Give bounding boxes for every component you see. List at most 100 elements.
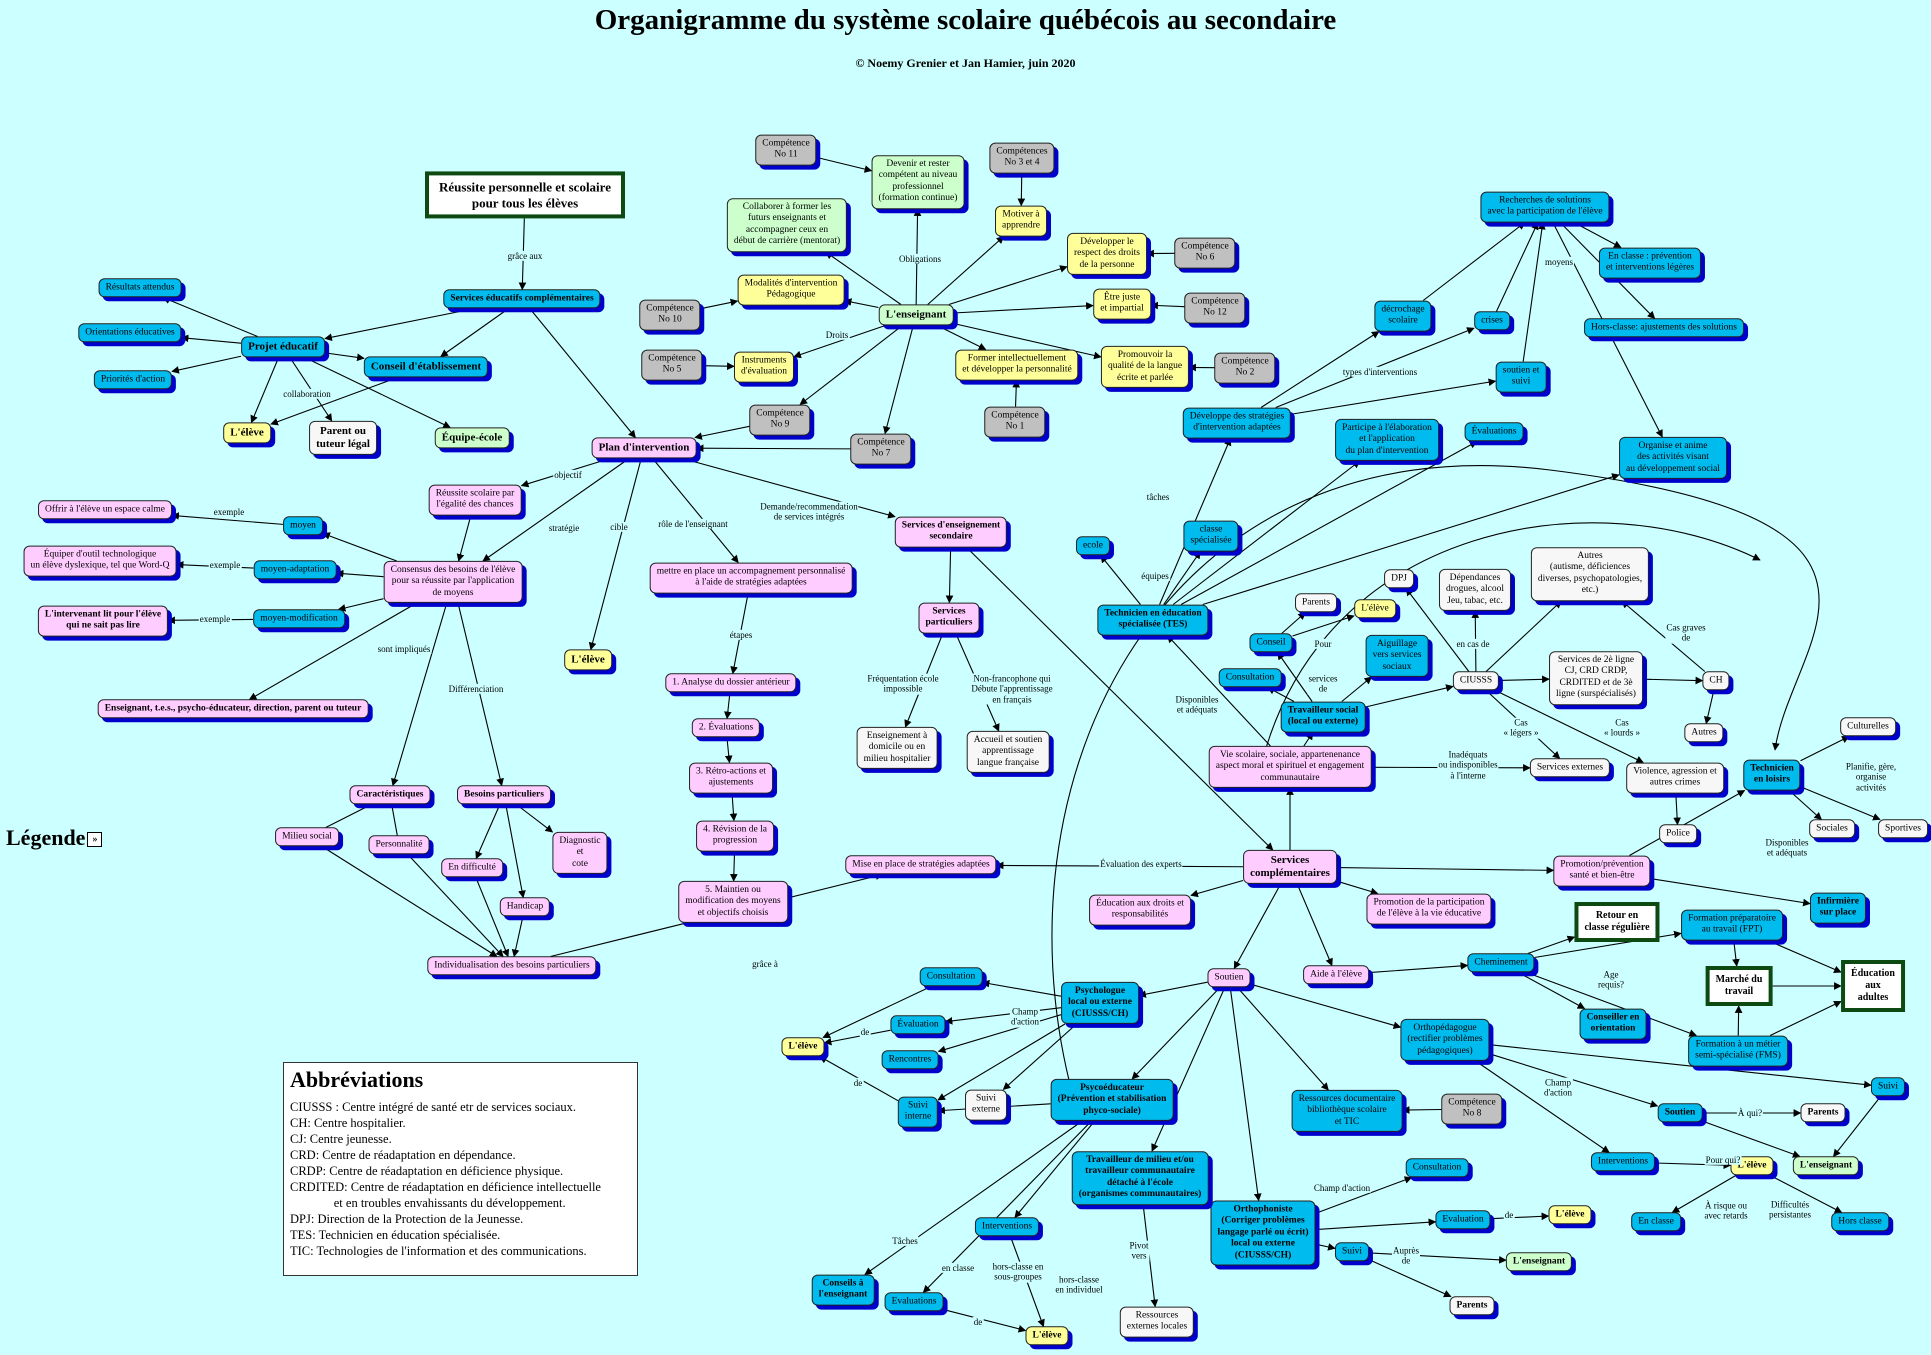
node-infirmiere[interactable]: Infirmière sur place bbox=[1809, 892, 1867, 924]
node-besoins[interactable]: Besoins particuliers bbox=[457, 785, 551, 805]
node-classe-spec[interactable]: classe spécialisée bbox=[1183, 520, 1239, 552]
node-consensus[interactable]: Consensus des besoins de l'élève pour sa… bbox=[383, 560, 523, 604]
node-juste[interactable]: Être juste et impartial bbox=[1093, 288, 1151, 320]
node-projet[interactable]: Projet éducatif bbox=[241, 336, 325, 358]
node-suivi-interne[interactable]: Suivi interne bbox=[897, 1096, 939, 1128]
node-parent-tuteur[interactable]: Parent ou tuteur légal bbox=[309, 420, 377, 456]
node-culturelles[interactable]: Culturelles bbox=[1840, 717, 1896, 737]
node-serv-comp[interactable]: Services complémentaires bbox=[1243, 849, 1337, 885]
node-eleve1[interactable]: L'élève bbox=[223, 422, 271, 444]
node-comp8[interactable]: Compétence No 8 bbox=[1441, 1093, 1503, 1125]
node-dpj[interactable]: DPJ bbox=[1384, 569, 1414, 589]
node-rencontres-p[interactable]: Rencontres bbox=[881, 1050, 939, 1070]
node-individualisation[interactable]: Individualisation des besoins particulie… bbox=[427, 956, 597, 976]
node-interventions-ortho[interactable]: Interventions bbox=[1590, 1152, 1656, 1172]
node-comp5[interactable]: Compétence No 5 bbox=[641, 349, 703, 381]
node-crises[interactable]: crises bbox=[1474, 311, 1510, 331]
node-comp34[interactable]: Compétences No 3 et 4 bbox=[989, 142, 1055, 174]
node-enseignant-etc[interactable]: Enseignant, t.e.s., psycho-éducateur, di… bbox=[97, 699, 369, 719]
node-soutien[interactable]: Soutien bbox=[1207, 968, 1251, 988]
node-orthophoniste[interactable]: Orthophoniste (Corriger problèmes langag… bbox=[1210, 1200, 1316, 1266]
node-evaluation-o[interactable]: Evaluation bbox=[1435, 1210, 1491, 1230]
node-evaluations-tes[interactable]: Évaluations bbox=[1464, 422, 1524, 442]
node-parents-ortho[interactable]: Parents bbox=[1800, 1103, 1846, 1123]
node-etape4[interactable]: 4. Révision de la progression bbox=[696, 820, 774, 852]
node-psychologue[interactable]: Psychologue local ou externe (CIUSSS/CH) bbox=[1061, 981, 1139, 1025]
node-moyen-modif[interactable]: moyen-modification bbox=[253, 609, 345, 629]
node-offrir[interactable]: Offrir à l'élève un espace calme bbox=[38, 500, 172, 520]
node-instruments[interactable]: Instruments d'évaluation bbox=[733, 351, 795, 383]
node-services-2e[interactable]: Services de 2è ligne CJ, CRD CRDP, CRDIT… bbox=[1549, 651, 1643, 705]
node-modalites[interactable]: Modalités d'intervention Pédagogique bbox=[737, 274, 845, 306]
node-conseil-ts[interactable]: Conseil bbox=[1249, 633, 1293, 653]
node-enseignant-o[interactable]: L'enseignant bbox=[1505, 1252, 1573, 1272]
node-collaborer[interactable]: Collaborer à former les futurs enseignan… bbox=[726, 198, 848, 252]
node-conseils-ens[interactable]: Conseils à l'enseignant bbox=[811, 1274, 875, 1306]
node-dependances[interactable]: Dépendances drogues, alcool Jeu, tabac, … bbox=[1438, 568, 1512, 612]
node-handicap[interactable]: Handicap bbox=[499, 897, 551, 917]
node-orientations[interactable]: Orientations éducatives bbox=[78, 323, 182, 343]
node-eleve-t[interactable]: L'élève bbox=[1025, 1326, 1069, 1346]
node-equiper[interactable]: Équiper d'outil technologique un élève d… bbox=[23, 545, 177, 577]
node-parents-o[interactable]: Parents bbox=[1449, 1296, 1495, 1316]
node-comp11[interactable]: Compétence No 11 bbox=[755, 134, 817, 166]
node-etape2[interactable]: 2. Évaluations bbox=[691, 718, 761, 738]
node-eleve-o[interactable]: L'élève bbox=[1548, 1205, 1592, 1225]
node-comp7[interactable]: Compétence No 7 bbox=[850, 433, 912, 465]
node-difficulte[interactable]: En difficulté bbox=[441, 858, 503, 878]
node-sportives[interactable]: Sportives bbox=[1878, 819, 1928, 839]
node-mise-place[interactable]: Mise en place de stratégies adaptées bbox=[845, 855, 997, 875]
node-milieu[interactable]: Milieu social bbox=[275, 827, 339, 847]
node-hors-classe-aj[interactable]: Hors-classe: ajustements des solutions bbox=[1584, 318, 1744, 338]
node-soutien-ortho[interactable]: Soutien bbox=[1657, 1103, 1703, 1123]
node-former[interactable]: Former intellectuellement et développer … bbox=[955, 349, 1079, 381]
node-education-droits[interactable]: Éducation aux droits et responsabilités bbox=[1089, 894, 1191, 926]
node-ressources-ext[interactable]: Ressources externes locales bbox=[1119, 1306, 1195, 1338]
node-comp10[interactable]: Compétence No 10 bbox=[639, 299, 701, 331]
node-enseignant-ortho[interactable]: L'enseignant bbox=[1792, 1156, 1860, 1176]
node-participe[interactable]: Participe à l'élaboration et l'applicati… bbox=[1335, 418, 1439, 462]
node-developpe[interactable]: Développe des stratégies d'intervention … bbox=[1182, 407, 1292, 439]
node-cheminement[interactable]: Cheminement bbox=[1467, 953, 1535, 973]
node-ch[interactable]: CH bbox=[1702, 671, 1730, 691]
node-serv-ens[interactable]: Services d'enseignement secondaire bbox=[894, 516, 1008, 548]
node-eleve-ts[interactable]: L'élève bbox=[1354, 599, 1396, 619]
node-suivi-o[interactable]: Suivi bbox=[1334, 1242, 1370, 1262]
node-intervenant[interactable]: L'intervenant lit pour l'élève qui ne sa… bbox=[37, 605, 169, 637]
node-etape3[interactable]: 3. Rétro-actions et ajustements bbox=[689, 762, 773, 794]
node-parents-ts[interactable]: Parents bbox=[1295, 593, 1337, 613]
node-decrochage[interactable]: décrochage scolaire bbox=[1374, 300, 1432, 332]
node-accueil[interactable]: Accueil et soutien apprentissage langue … bbox=[966, 730, 1050, 774]
node-suivi-externe[interactable]: Suivi externe bbox=[965, 1089, 1007, 1121]
node-moyen-adapt[interactable]: moyen-adaptation bbox=[253, 560, 337, 580]
node-comp6[interactable]: Compétence No 6 bbox=[1174, 237, 1236, 269]
node-motiver[interactable]: Motiver à apprendre bbox=[995, 205, 1047, 237]
node-hors-classe-ortho[interactable]: Hors classe bbox=[1831, 1212, 1889, 1232]
node-eleve-p[interactable]: L'élève bbox=[781, 1037, 825, 1057]
node-evaluation-p[interactable]: Évaluation bbox=[890, 1015, 946, 1035]
node-marche[interactable]: Marché du travail bbox=[1705, 966, 1773, 1006]
node-interventions-t[interactable]: Interventions bbox=[974, 1217, 1040, 1237]
node-conseiller[interactable]: Conseiller en orientation bbox=[1579, 1008, 1647, 1040]
node-recherches[interactable]: Recherches de solutions avec la particip… bbox=[1480, 191, 1610, 223]
node-ressources-doc[interactable]: Ressources documentaire bibliothèque sco… bbox=[1291, 1089, 1403, 1133]
node-evaluations-t[interactable]: Evaluations bbox=[884, 1292, 944, 1312]
node-police[interactable]: Police bbox=[1659, 824, 1697, 844]
node-accompagnement[interactable]: mettre en place un accompagnement person… bbox=[649, 562, 853, 594]
node-formation-metier[interactable]: Formation à un métier semi-spécialisé (F… bbox=[1688, 1035, 1788, 1067]
node-comp12[interactable]: Compétence No 12 bbox=[1184, 292, 1246, 324]
node-en-classe-prev[interactable]: En classe : prévention et interventions … bbox=[1598, 247, 1702, 279]
node-plan[interactable]: Plan d'intervention bbox=[591, 437, 697, 459]
node-psychoeducateur[interactable]: Psycoéducateur (Prévention et stabilisat… bbox=[1050, 1078, 1174, 1122]
node-serv-part[interactable]: Services particuliers bbox=[918, 602, 980, 634]
node-reussite-egalite[interactable]: Réussite scolaire par l'égalité des chan… bbox=[428, 484, 522, 516]
node-consultation-ts[interactable]: Consultation bbox=[1218, 668, 1282, 688]
node-ecole[interactable]: ecole bbox=[1075, 536, 1111, 556]
node-resultats[interactable]: Résultats attendus bbox=[98, 278, 182, 298]
node-promouvoir[interactable]: Promouvoir la qualité de la langue écrit… bbox=[1100, 345, 1190, 389]
node-orthopedagogue[interactable]: Orthopédagogue (rectifier problèmes péda… bbox=[1400, 1018, 1490, 1062]
node-equipe-ecole[interactable]: Équipe-école bbox=[434, 427, 510, 449]
node-organise[interactable]: Organise et anime des activités visant a… bbox=[1619, 436, 1727, 480]
node-ciusss[interactable]: CIUSSS bbox=[1452, 671, 1500, 691]
node-tes[interactable]: Technicien en éducation spécialisée (TES… bbox=[1097, 604, 1209, 636]
